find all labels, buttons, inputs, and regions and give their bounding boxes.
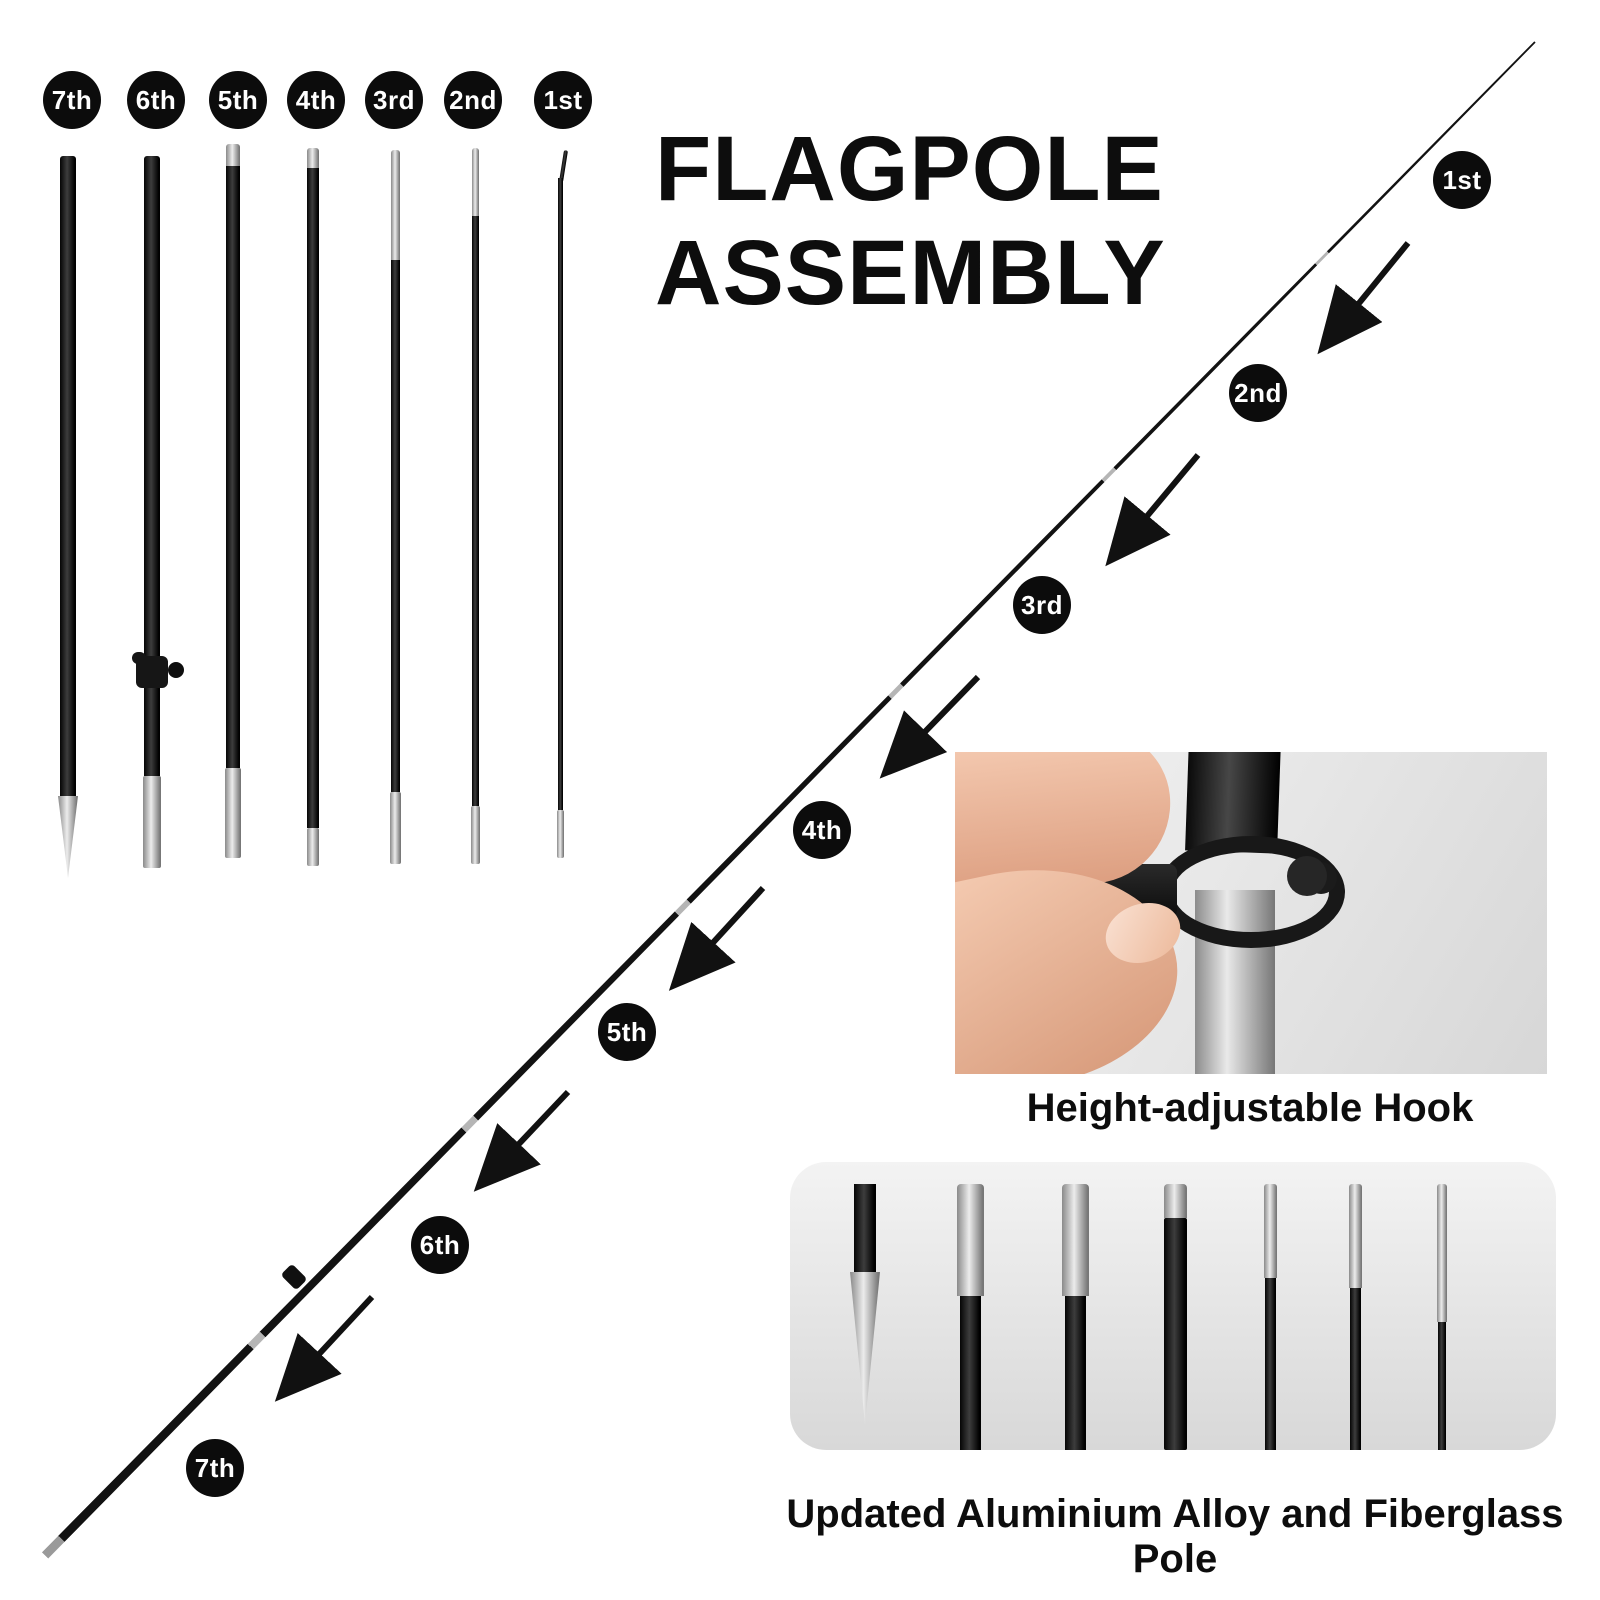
lineup-badge-2nd: 2nd [444,71,502,129]
arrow-1st [1317,241,1411,355]
sequence-badge-3rd: 3rd [1013,576,1071,634]
sequence-badge-1st: 1st [1433,151,1491,209]
pole-3-top-section [391,150,400,260]
pole-6-body [144,156,160,776]
pole-7-body [60,156,76,798]
pole-6-clamp [136,656,168,688]
pole-6-ferrule [143,776,161,868]
sequence-badge-4th: 4th [793,801,851,859]
tip-2-shaft [960,1296,981,1450]
tip-4-cap [1164,1184,1187,1218]
pole-5-top-cap [226,144,240,166]
materials-caption: Updated Aluminium Alloy and Fiberglass P… [786,1492,1564,1581]
arrow-6th [274,1294,375,1402]
tip-3-shaft [1065,1296,1086,1450]
diagonal-hook-clamp [280,1263,308,1291]
tip-7-ferrule [1437,1184,1447,1322]
pole-1-body [558,178,563,810]
page-title-line2: ASSEMBLY [655,221,1166,324]
lineup-badge-1st: 1st [534,71,592,129]
tip-1-spike [850,1272,880,1424]
pole-5-body [226,166,240,768]
pole-6-clamp-knob [168,662,184,678]
pole-4-ferrule [307,828,319,866]
pole-tips-photo-inset [790,1162,1556,1450]
hook-photo-clamp-bolt [1287,856,1327,896]
pole-3-body [391,260,400,792]
pole-1-ferrule [557,810,564,858]
pole-2-ferrule [471,806,480,864]
arrow-2nd [1105,453,1201,567]
tip-5-shaft [1265,1278,1276,1450]
sequence-badge-5th: 5th [598,1003,656,1061]
tip-2-ferrule [957,1184,984,1296]
pole-4-top-cap [307,148,319,168]
pole-7-spike-tip [58,796,78,878]
pole-5-ferrule [225,768,241,858]
tip-5-ferrule [1264,1184,1277,1278]
page-title: FLAGPOLE ASSEMBLY [655,118,1166,326]
tip-4-shaft [1164,1218,1187,1450]
hook-caption: Height-adjustable Hook [1026,1086,1474,1130]
pole-2-body [472,216,479,806]
sequence-badge-7th: 7th [186,1439,244,1497]
lineup-badge-5th: 5th [209,71,267,129]
sequence-badge-2nd: 2nd [1229,364,1287,422]
pole-3-ferrule [390,792,401,864]
tip-3-ferrule [1062,1184,1089,1296]
lineup-badge-3rd: 3rd [365,71,423,129]
tip-7-shaft [1438,1322,1446,1450]
sequence-badge-6th: 6th [411,1216,469,1274]
tip-1-shaft [854,1184,876,1274]
lineup-badge-6th: 6th [127,71,185,129]
pole-2-top-section [472,148,479,216]
tip-6-ferrule [1349,1184,1362,1288]
arrow-5th [473,1089,571,1192]
pole-4-body [307,168,319,828]
page-title-line1: FLAGPOLE [655,118,1164,220]
hook-photo-inset [955,752,1547,1074]
lineup-badge-4th: 4th [287,71,345,129]
tip-6-shaft [1350,1288,1361,1450]
lineup-badge-7th: 7th [43,71,101,129]
